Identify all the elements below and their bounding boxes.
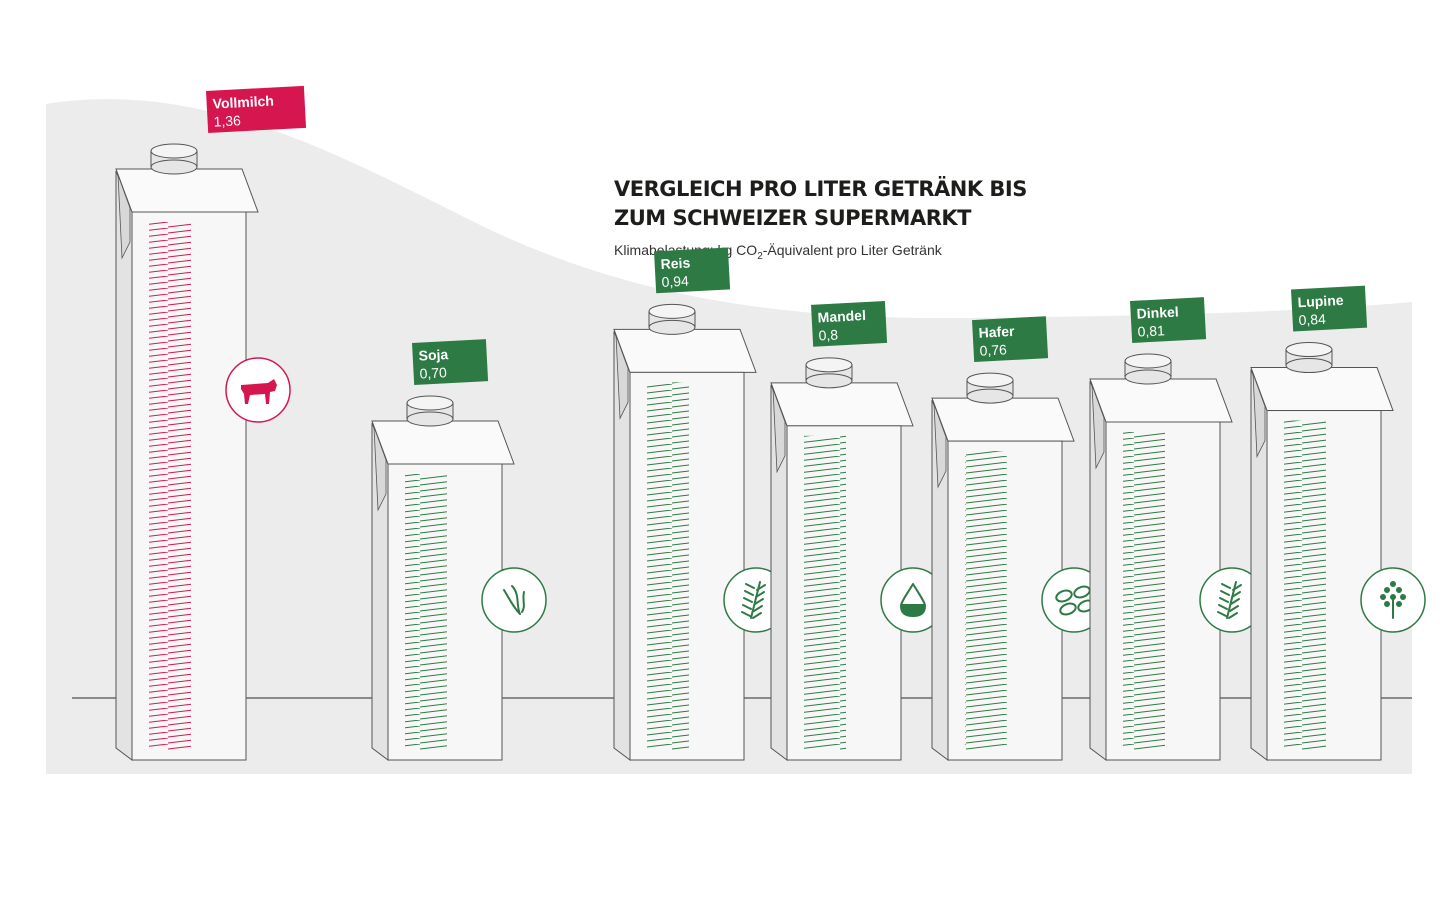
- carton-cap-rim: [805, 373, 853, 389]
- title-line-1: VERGLEICH PRO LITER GETRÄNK BIS: [614, 176, 1027, 201]
- carton-stripe: [405, 474, 447, 750]
- carton-gable: [371, 420, 515, 465]
- category-label: Dinkel: [1136, 303, 1179, 321]
- subtitle-subscript: 2: [757, 251, 763, 262]
- value-text: 0,8: [818, 326, 838, 343]
- carton-cap-top: [406, 395, 454, 411]
- value-text: 0,76: [979, 341, 1007, 358]
- carton-stripe: [965, 451, 1007, 750]
- carton-stripe: [1123, 432, 1165, 750]
- carton-gable: [115, 168, 259, 213]
- carton-gable: [931, 397, 1075, 442]
- value-label-bg: [972, 316, 1049, 363]
- carton-cap-rim: [1124, 369, 1172, 385]
- cow-icon: [225, 357, 291, 423]
- carton-gable: [1250, 367, 1394, 412]
- title-line-2: ZUM SCHWEIZER SUPERMARKT: [614, 206, 972, 230]
- category-label: Hafer: [978, 323, 1015, 341]
- carton-gable: [1089, 378, 1233, 423]
- category-label: Reis: [660, 254, 691, 272]
- carton-stripe: [647, 382, 689, 750]
- carton-cap-rim: [966, 388, 1014, 404]
- carton-gable: [613, 328, 757, 373]
- value-label-bg: [412, 339, 489, 385]
- carton-fold: [373, 426, 387, 512]
- carton-cap-top: [150, 143, 198, 159]
- value-label-bg: [811, 300, 888, 347]
- carton-cap-top: [1124, 353, 1172, 369]
- carton-cap-top: [805, 357, 853, 373]
- value-text: 0,94: [661, 273, 689, 290]
- subtitle-suffix: -Äquivalent pro Liter Getränk: [763, 242, 943, 258]
- carton-side: [115, 170, 133, 761]
- category-label: Mandel: [817, 307, 866, 326]
- carton-stripe: [1284, 420, 1326, 750]
- soy-icon: [481, 567, 547, 633]
- value-text: 0,70: [419, 364, 447, 381]
- carton-fold: [933, 403, 947, 489]
- chart-title: VERGLEICH PRO LITER GETRÄNK BIS ZUM SCHW…: [614, 176, 1027, 230]
- carton-cap-top: [1285, 342, 1333, 358]
- carton-cap-rim: [150, 159, 198, 175]
- category-label: Soja: [418, 346, 449, 364]
- carton-fold: [117, 174, 131, 260]
- carton-fold: [772, 388, 786, 474]
- value-label-bg: [1291, 285, 1368, 332]
- lupine-icon: [1360, 567, 1426, 633]
- category-label: Vollmilch: [212, 92, 274, 111]
- value-text: 0,84: [1298, 311, 1326, 328]
- carton-cap-top: [966, 372, 1014, 388]
- carton-fold: [1252, 373, 1266, 459]
- carton-cap-rim: [648, 319, 696, 335]
- carton-stripe: [804, 435, 846, 750]
- value-label-bg: [653, 247, 731, 294]
- value-text: 1,36: [213, 112, 241, 129]
- carton-cap-rim: [1285, 358, 1333, 374]
- carton-cap-top: [648, 303, 696, 319]
- category-label: Lupine: [1297, 292, 1344, 310]
- value-label-bg: [206, 85, 307, 133]
- carton-fold: [1091, 384, 1105, 470]
- carton-cap-rim: [406, 411, 454, 427]
- carton-stripe: [149, 222, 191, 750]
- value-label-bg: [1130, 297, 1207, 343]
- carton-gable: [770, 382, 914, 427]
- carton-fold: [615, 335, 629, 420]
- value-text: 0,81: [1137, 322, 1165, 339]
